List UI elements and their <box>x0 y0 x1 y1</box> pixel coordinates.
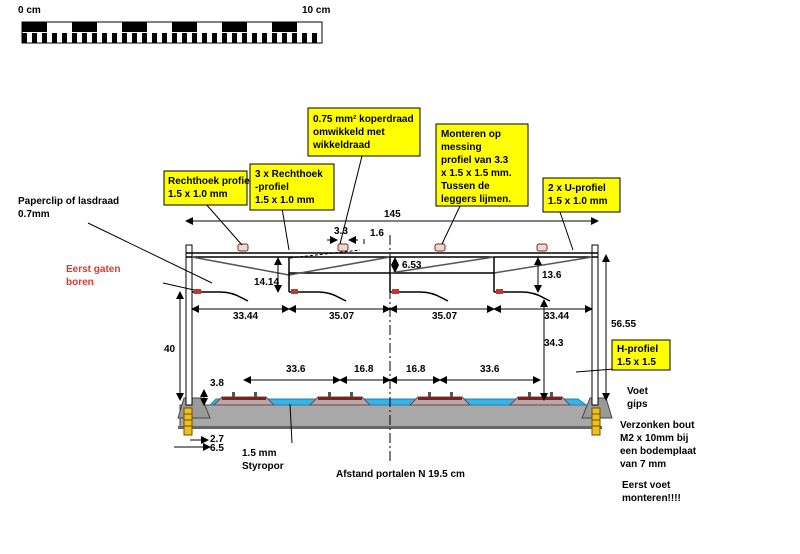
callout-rechthoek-line2: 1.5 x 1.0 mm <box>168 189 228 200</box>
scale-start-label: 0 cm <box>18 5 41 16</box>
dimension-texts: 145 3.3 1.6 6.53 14.14 13.6 33.44 35.07 … <box>164 209 636 454</box>
verzonken-line1: Verzonken bout <box>620 420 695 431</box>
callout-hprofiel: H-profiel 1.5 x 1.5 <box>611 339 671 371</box>
dim-bolt-a: 2.7 <box>210 434 224 445</box>
callout-monteren-line4: x 1.5 x 1.5 mm. <box>441 168 512 179</box>
callout-monteren-line3: profiel van 3.3 <box>441 155 509 166</box>
post-left <box>185 244 193 406</box>
verzonken-line4: van 7 mm <box>620 459 666 470</box>
callout-koperdraad-line1: 0.75 mm² koperdraad <box>313 114 414 125</box>
callout-monteren: Monteren op messing profiel van 3.3 x 1.… <box>435 123 529 207</box>
paperclip-line2: 0.7mm <box>18 209 50 220</box>
dim-clip-width: 3.3 <box>334 226 348 237</box>
verzonken-line2: M2 x 10mm bij <box>620 433 689 444</box>
styropor-line1: 1.5 mm <box>242 448 277 459</box>
eerst-gaten-line2: boren <box>66 277 94 288</box>
dim-total-height: 56.55 <box>611 319 636 330</box>
dim-left-drop: 14.14 <box>254 277 279 288</box>
callout-hprofiel-line1: H-profiel <box>617 344 658 355</box>
callout-rechthoek3-line2: -profiel <box>255 182 289 193</box>
dim-post-height: 40 <box>164 344 176 355</box>
dim-right-drop: 13.6 <box>542 270 562 281</box>
dim-center-drop: 6.53 <box>402 260 422 271</box>
dim-track-center-left: 16.8 <box>354 364 374 375</box>
callout-uprofiel-line2: 1.5 x 1.0 mm <box>548 196 608 207</box>
track-1 <box>212 392 276 406</box>
dim-seg-outer-right: 33.44 <box>544 311 569 322</box>
dimension-lines <box>174 217 610 451</box>
tracks <box>212 392 572 406</box>
dim-span: 145 <box>384 209 401 220</box>
dim-track-left: 33.6 <box>286 364 306 375</box>
callout-koperdraad-line2: omwikkeld met <box>313 127 385 138</box>
eerst-gaten-line1: Eerst gaten <box>66 264 120 275</box>
dim-track-center-right: 16.8 <box>406 364 426 375</box>
eerst-voet-line1: Eerst voet <box>622 480 671 491</box>
scale-bar: 0 cm 10 cm <box>18 5 330 44</box>
scale-end-label: 10 cm <box>302 5 330 16</box>
leader-lines <box>87 155 615 444</box>
track-2 <box>308 392 372 406</box>
styropor-line2: Styropor <box>242 461 284 472</box>
dim-rail-height: 3.8 <box>210 378 224 389</box>
paperclip-line1: Paperclip of lasdraad <box>18 196 119 207</box>
foot-right <box>581 397 613 436</box>
dim-bolt-b: 6.5 <box>210 443 224 454</box>
callout-uprofiel: 2 x U-profiel 1.5 x 1.0 mm <box>542 177 621 213</box>
dim-seg-outer-left: 33.44 <box>233 311 258 322</box>
track-3 <box>408 392 472 406</box>
eerst-voet-line2: monteren!!!! <box>622 493 681 504</box>
callout-rechthoek: Rechthoek profiel 1.5 x 1.0 mm <box>163 170 253 206</box>
callout-rechthoek3-line3: 1.5 x 1.0 mm <box>255 195 315 206</box>
voet-line1: Voet <box>627 386 649 397</box>
callout-hprofiel-line2: 1.5 x 1.5 <box>617 357 656 368</box>
track-4 <box>508 392 572 406</box>
callout-koperdraad: 0.75 mm² koperdraad omwikkeld met wikkel… <box>307 107 421 157</box>
callout-monteren-line1: Monteren op <box>441 129 501 140</box>
dim-seg-inner-right: 35.07 <box>432 311 457 322</box>
dim-seg-inner-left: 35.07 <box>329 311 354 322</box>
afstand-portalen-label: Afstand portalen N 19.5 cm <box>336 469 465 480</box>
callout-monteren-line6: leggers lijmen. <box>441 194 511 205</box>
callout-rechthoek3-line1: 3 x Rechthoek <box>255 169 323 180</box>
callout-uprofiel-line1: 2 x U-profiel <box>548 183 606 194</box>
callout-monteren-line5: Tussen de <box>441 181 490 192</box>
verzonken-line3: een bodemplaat <box>620 446 697 457</box>
post-right <box>591 244 599 406</box>
callout-rechthoek-line1: Rechthoek profiel <box>168 176 253 187</box>
callout-rechthoek3: 3 x Rechthoek -profiel 1.5 x 1.0 mm <box>249 163 335 211</box>
callout-koperdraad-line3: wikkeldraad <box>312 140 370 151</box>
dim-track-right: 33.6 <box>480 364 500 375</box>
callout-monteren-line2: messing <box>441 142 482 153</box>
dim-clip-height: 1.6 <box>370 228 384 239</box>
voet-line2: gips <box>627 399 648 410</box>
foot-left <box>177 397 211 436</box>
dim-arm-height: 34.3 <box>544 338 564 349</box>
